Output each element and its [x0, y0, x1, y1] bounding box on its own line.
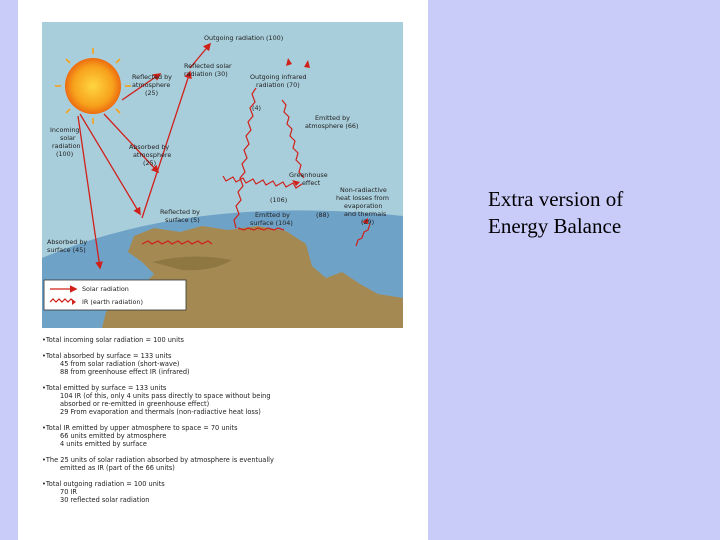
label-88: (88)	[316, 211, 329, 219]
note-sub: 66 units emitted by atmosphere	[60, 432, 167, 440]
note-main: •Total IR emitted by upper atmosphere to…	[42, 424, 238, 432]
ir-emitted-atmosphere	[281, 99, 305, 179]
ir-greenhouse	[222, 175, 303, 189]
reflected-atmosphere-arrow	[121, 73, 162, 101]
label-non-radiative: Non-radiactive heat losses from evaporat…	[336, 186, 391, 226]
sun	[65, 58, 121, 114]
label-incoming-solar: Incoming solar radiation (100)	[50, 126, 83, 158]
note-sub: 45 from solar radiation (short-wave)	[60, 360, 180, 368]
note-sub: 4 units emitted by surface	[60, 440, 147, 448]
label-reflected-surface: Reflected by surface (5)	[160, 208, 202, 224]
note-sub: 88 from greenhouse effect IR (infrared)	[60, 368, 190, 376]
note-main: •Total incoming solar radiation = 100 un…	[42, 336, 184, 344]
note-item: •Total incoming solar radiation = 100 un…	[42, 336, 412, 344]
legend-ir-arrowhead	[72, 299, 76, 305]
label-emitted-surface: Emitted by surface (104)	[250, 211, 293, 227]
note-sub: absorbed or re-emitted in greenhouse eff…	[60, 400, 210, 408]
note-main: •The 25 units of solar radiation absorbe…	[42, 456, 274, 464]
label-reflected-solar: Reflected solar radiation (30)	[184, 62, 234, 78]
note-sub: 104 IR (of this, only 4 units pass direc…	[60, 392, 271, 400]
label-106: (106)	[270, 196, 287, 204]
ir-upward-surface	[233, 87, 257, 229]
note-sub: emitted as IR (part of the 66 units)	[60, 464, 175, 472]
note-item: •Total IR emitted by upper atmosphere to…	[42, 424, 412, 448]
note-sub: 70 IR	[60, 488, 78, 496]
legend-solar-label: Solar radiation	[82, 285, 129, 293]
solar-arrows	[77, 42, 211, 270]
legend-ir-label: IR (earth radiation)	[82, 298, 143, 306]
note-main: •Total outgoing radiation = 100 units	[42, 480, 165, 488]
note-main: •Total absorbed by surface = 133 units	[42, 352, 172, 360]
legend-box	[43, 279, 187, 311]
energy-balance-diagram: Outgoing radiation (100) Reflected solar…	[42, 22, 403, 328]
label-ir-4: (4)	[252, 104, 261, 112]
ir-surface-wave-2	[237, 227, 285, 231]
ir-arrows	[141, 87, 371, 247]
note-main: •Total emitted by surface = 133 units	[42, 384, 167, 392]
label-outgoing-radiation: Outgoing radiation (100)	[204, 34, 283, 42]
note-sub: 29 From evaporation and thermals (non-ra…	[60, 408, 261, 416]
legend: Solar radiation IR (earth radiation)	[43, 279, 187, 311]
atmosphere-absorbed-arrow	[103, 113, 160, 174]
caption-line-2: Energy Balance	[488, 214, 622, 238]
reflected-solar-to-space-arrow	[189, 42, 211, 69]
slide-caption: Extra version of Energy Balance	[488, 186, 688, 240]
label-reflected-atmosphere: Reflected by atmosphere (25)	[132, 73, 174, 97]
label-absorbed-surface: Absorbed by surface (45)	[47, 238, 89, 254]
land-shading	[152, 256, 232, 271]
ir-nonradiative	[355, 223, 371, 247]
note-item: •The 25 units of solar radiation absorbe…	[42, 456, 412, 472]
label-outgoing-infrared: Outgoing infrared radiation (70)	[250, 73, 309, 89]
summary-notes: •Total incoming solar radiation = 100 un…	[42, 336, 412, 512]
label-emitted-atmosphere: Emitted by atmosphere (66)	[305, 114, 359, 130]
label-absorbed-atmosphere: Absorbed by atmosphere (25)	[129, 143, 173, 167]
reflected-surface-arrow	[141, 70, 192, 219]
caption-line-1: Extra version of	[488, 187, 624, 211]
note-sub: 30 reflected solar radiation	[60, 496, 150, 504]
label-greenhouse: Greenhouse effect	[289, 171, 330, 187]
sun-rays	[55, 48, 131, 124]
ir-arrow-heads	[286, 58, 368, 224]
surface-absorbed-arrow	[77, 115, 103, 270]
incoming-solar-arrow	[79, 113, 141, 216]
legend-ir-swatch	[49, 298, 75, 303]
ir-surface-wave	[141, 240, 213, 245]
